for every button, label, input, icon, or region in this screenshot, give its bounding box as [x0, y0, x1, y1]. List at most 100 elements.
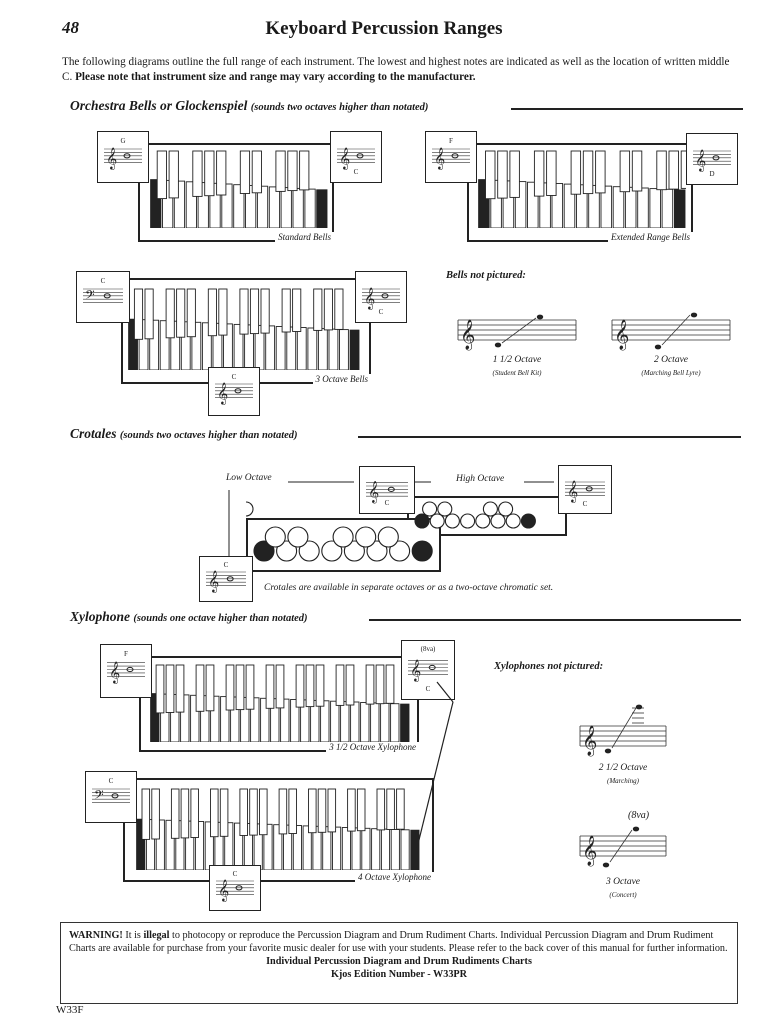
- accidental-bar: [235, 664, 245, 711]
- crotales-caption: Crotales are available in separate octav…: [264, 583, 554, 593]
- natural-bar: [145, 819, 156, 870]
- three-octave-bells-low-note-box: C 𝄢: [76, 271, 130, 323]
- three-octave-bells-middle-c-box: C 𝄞: [208, 367, 260, 416]
- natural-bar: [173, 180, 186, 228]
- accidental-bar: [260, 288, 270, 334]
- natural-bar: [240, 696, 250, 742]
- accidental-bar: [295, 664, 305, 708]
- note-head: [451, 153, 459, 159]
- natural-bar: [576, 184, 588, 228]
- footer-code: W33F: [56, 1004, 84, 1016]
- crotale-disc: [343, 540, 365, 562]
- natural-bar: [212, 322, 223, 370]
- accidental-bar: [347, 788, 356, 832]
- natural-bar: [292, 825, 302, 870]
- xylophone-two-half-caption: 2 1/2 Octave: [598, 763, 648, 773]
- treble-clef-icon: 𝄞: [695, 150, 706, 173]
- natural-bar: [310, 699, 320, 742]
- two-octave-range-staff: 𝄞: [611, 312, 731, 351]
- accidental-bar: [509, 150, 520, 198]
- crotale-disc: [520, 513, 536, 529]
- xylophone-four-middle-c-box: C 𝄞: [209, 865, 261, 911]
- extended-bells-low-note-box: F 𝄞: [425, 131, 477, 183]
- crotales-mid-note: C: [384, 499, 390, 507]
- treble-clef-icon: 𝄞: [218, 880, 229, 903]
- accidental-bar: [165, 288, 175, 339]
- treble-clef-icon: 𝄞: [364, 288, 375, 311]
- two-octave-caption: 2 Octave: [653, 355, 689, 365]
- natural-bar: [150, 693, 160, 742]
- crotales-low-note: C: [223, 561, 229, 569]
- natural-bar: [349, 329, 360, 370]
- natural-bar: [268, 186, 281, 228]
- three-octave-bells-high-note-box: C 𝄞: [355, 271, 407, 323]
- accidental-bar: [680, 150, 686, 189]
- note-head: [387, 486, 395, 492]
- accidental-bar: [365, 664, 375, 705]
- crotales-low-octave-label: Low Octave: [226, 473, 272, 483]
- accidental-bar: [308, 788, 317, 834]
- natural-bar: [624, 186, 637, 228]
- accidental-bar: [204, 150, 215, 197]
- standard-bells-low-note: G: [120, 137, 126, 145]
- treble-clef-icon: 𝄞: [208, 571, 219, 594]
- staff-icon: 𝄞: [565, 481, 605, 504]
- accidental-bar: [288, 788, 297, 834]
- treble-clef-icon: 𝄞: [368, 481, 379, 504]
- natural-bar: [159, 320, 170, 370]
- natural-bar: [170, 694, 180, 742]
- standard-bells-high-note-box: C 𝄞: [330, 131, 382, 183]
- natural-bar: [304, 188, 316, 228]
- crotale-disc: [498, 501, 514, 517]
- treble-clef-icon: 𝄞: [434, 148, 445, 171]
- accidental-bar: [582, 150, 594, 195]
- crotales-high-octave-label: High Octave: [456, 474, 505, 484]
- natural-bar: [256, 185, 269, 228]
- natural-bar: [260, 697, 270, 742]
- xylophone-two-half-range-staff: 𝄞: [579, 704, 667, 757]
- intro-text: The following diagrams outline the full …: [62, 56, 730, 83]
- svg-text:𝄞: 𝄞: [614, 319, 629, 351]
- natural-bar: [307, 327, 318, 370]
- note-head: [103, 293, 111, 299]
- accidental-bar: [275, 664, 285, 709]
- crotale-disc: [444, 513, 460, 529]
- accidental-bar: [631, 150, 643, 192]
- bass-clef-icon: 𝄢: [94, 788, 104, 806]
- standard-bells-label: Standard Bells: [275, 232, 334, 242]
- natural-bar: [223, 323, 233, 370]
- natural-bar: [245, 185, 257, 228]
- natural-bar: [253, 823, 263, 870]
- section-bells-subtitle: (sounds two octaves higher than notated): [250, 102, 429, 113]
- natural-bar: [527, 181, 539, 228]
- natural-bar: [150, 179, 162, 228]
- three-octave-bells-low-note: C: [100, 277, 106, 285]
- standard-bells-low-note-box: G 𝄞: [97, 131, 149, 183]
- natural-bar: [380, 828, 391, 870]
- three-octave-bells-label: 3 Octave Bells: [312, 374, 371, 384]
- extended-bells-keyboard: [478, 150, 686, 228]
- accidental-bar: [546, 150, 557, 196]
- xylophone-three-half-high-note: C: [425, 685, 431, 693]
- natural-bar: [328, 328, 339, 370]
- note-head: [126, 666, 134, 673]
- natural-bar: [661, 188, 674, 228]
- natural-bar: [673, 189, 686, 228]
- crotale-disc: [437, 501, 453, 517]
- three-octave-bells-high-note: C: [378, 308, 384, 316]
- natural-bar: [588, 184, 600, 228]
- accidental-bar: [570, 150, 582, 195]
- xylophone-connector-line: [416, 681, 454, 849]
- accidental-bar: [239, 150, 251, 194]
- staff-icon: 𝄞: [337, 148, 375, 171]
- staff-icon: 𝄞: [104, 148, 142, 171]
- natural-bar: [175, 820, 185, 870]
- accidental-bar: [165, 664, 175, 713]
- natural-bar: [292, 187, 304, 228]
- natural-bar: [341, 827, 351, 870]
- intro-paragraph: The following diagrams outline the full …: [62, 55, 730, 85]
- natural-bar: [360, 702, 370, 742]
- accidental-bar: [278, 788, 288, 835]
- section-crotales-title: Crotales: [70, 426, 117, 441]
- accidental-bar: [356, 788, 366, 832]
